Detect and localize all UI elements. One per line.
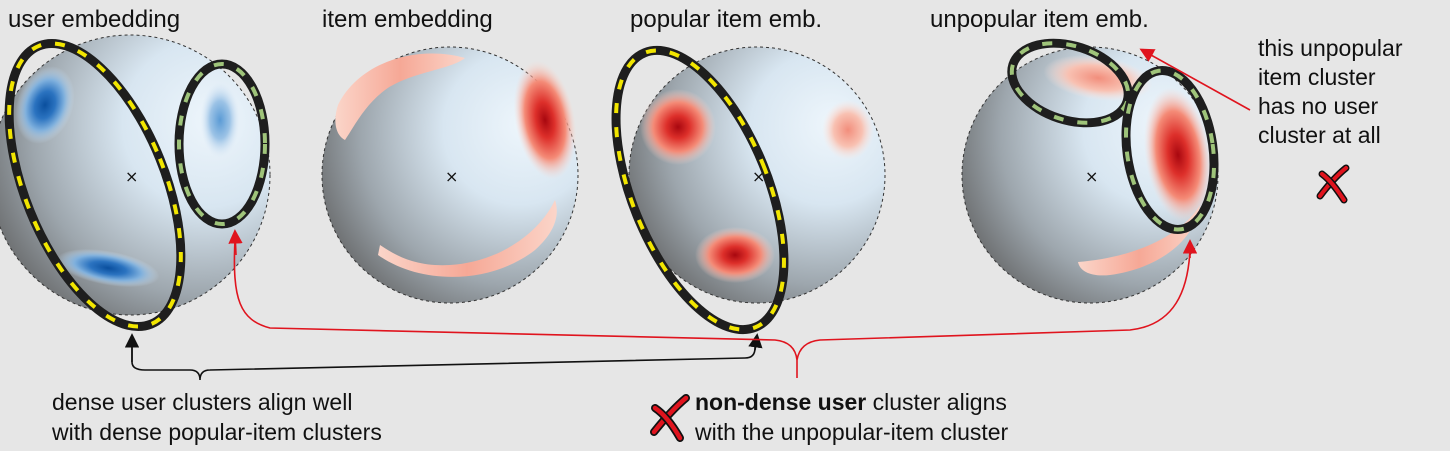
- note-line: item cluster: [1258, 64, 1376, 90]
- user-embedding-title: user embedding: [8, 6, 180, 33]
- note-line: has no user: [1258, 93, 1379, 119]
- nondense-align-caption: non-dense user cluster aligns with the u…: [694, 389, 1009, 445]
- unpopular-item-sphere: ×: [961, 38, 1219, 304]
- popular-cluster-top: [640, 89, 716, 165]
- user-cluster-bottom: [56, 248, 160, 288]
- unpopular-cluster-band: [1078, 205, 1200, 276]
- caption-rest: cluster aligns: [866, 389, 1007, 415]
- popular-item-emb-title: popular item emb.: [630, 6, 822, 33]
- popular-item-sphere: ×: [611, 45, 886, 335]
- caption-bold: non-dense user: [695, 389, 866, 415]
- user-cluster-right: [200, 82, 240, 158]
- note-line: this unpopular: [1258, 35, 1403, 61]
- sparse-dash: [1123, 68, 1217, 232]
- user-embedding-sphere: ×: [0, 34, 271, 332]
- arrow-icon: [1139, 48, 1251, 111]
- popular-cluster-bottom: [695, 227, 775, 283]
- center-mark: ×: [445, 167, 458, 186]
- item-cluster-right: [513, 60, 577, 180]
- unpopular-cluster-right: [1143, 87, 1213, 223]
- caption-line: dense user clusters align well: [52, 389, 352, 415]
- dense-dash: [614, 48, 786, 332]
- cross-mark-icon: [1316, 164, 1350, 204]
- popular-cluster-right: [822, 100, 874, 160]
- dense-align-caption: dense user clusters align well with dens…: [51, 389, 382, 445]
- dense-dash: [7, 41, 183, 329]
- item-cluster-bottom-band: [378, 200, 557, 277]
- item-embedding-sphere: ×: [321, 46, 579, 304]
- dense-bracket: [131, 338, 756, 381]
- center-mark: ×: [125, 167, 138, 186]
- unpopular-item-emb-title: unpopular item emb.: [930, 6, 1149, 33]
- caption-line-2: with the unpopular-item cluster: [694, 419, 1009, 445]
- item-cluster-top-arc: [335, 53, 465, 140]
- center-mark: ×: [1085, 167, 1098, 186]
- caption-line-1: non-dense user cluster aligns: [695, 389, 1007, 415]
- item-embedding-title: item embedding: [322, 6, 493, 33]
- nondense-bracket: [233, 239, 1191, 378]
- arrow-icon: [748, 333, 763, 351]
- caption-line: with dense popular-item clusters: [51, 419, 382, 445]
- no-user-cluster-note: this unpopular item cluster has no user …: [1258, 35, 1403, 148]
- note-line: cluster at all: [1258, 122, 1381, 148]
- cross-mark-icon: [650, 394, 690, 442]
- nondense-dash: [177, 62, 267, 226]
- user-cluster-top-left: [15, 66, 75, 144]
- arrow-icon: [228, 229, 243, 256]
